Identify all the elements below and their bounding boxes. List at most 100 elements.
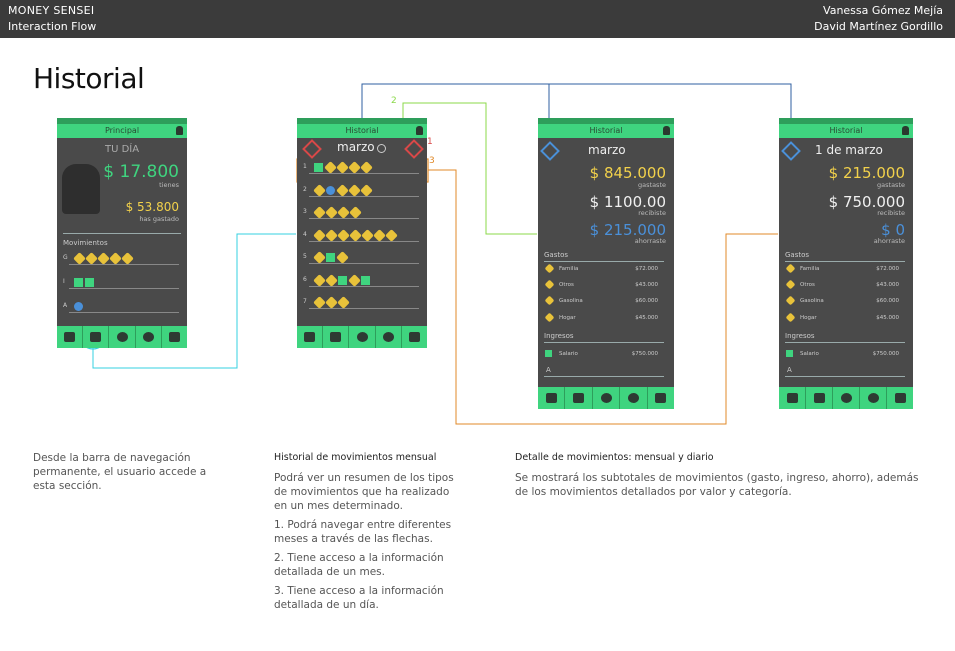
screen-title: Principal xyxy=(57,124,187,138)
description-historial: Historial de movimientos mensual Podrá v… xyxy=(274,452,454,611)
nav-alerts[interactable] xyxy=(620,387,648,409)
nav-transfer[interactable] xyxy=(593,387,621,409)
month-label: marzo xyxy=(337,140,375,154)
nav-transfer[interactable] xyxy=(109,326,136,348)
back-button[interactable] xyxy=(540,141,560,161)
page-title: Historial xyxy=(33,62,145,95)
wallet-icon xyxy=(64,332,76,342)
row-gastos[interactable]: G xyxy=(63,252,179,265)
description-navigation: Desde la barra de navegación permanente,… xyxy=(33,452,207,492)
app-subtitle: Interaction Flow xyxy=(8,20,97,33)
gastado-amount: $ 53.800 xyxy=(125,200,179,214)
day-row[interactable]: 6 xyxy=(303,274,419,287)
gastado-label: has gastado xyxy=(139,215,179,223)
swap-icon xyxy=(356,332,368,342)
nav-wallet[interactable] xyxy=(297,326,324,348)
swap-icon xyxy=(840,393,852,403)
nav-alerts[interactable] xyxy=(860,387,887,409)
app-name: MONEY SENSEI xyxy=(8,4,95,17)
nav-savings[interactable] xyxy=(402,326,427,348)
gastos-label: Gastos xyxy=(785,251,810,259)
screen-title: Historial xyxy=(538,124,674,138)
day-row[interactable]: 5 xyxy=(303,251,419,264)
month-label: marzo xyxy=(588,143,626,157)
nav-bar xyxy=(779,387,913,409)
row-ahorro[interactable]: A xyxy=(63,302,179,313)
nav-historial[interactable] xyxy=(323,326,350,348)
day-row[interactable]: 3 xyxy=(303,206,419,219)
recibiste-label: recibiste xyxy=(638,209,666,217)
ingresos-label: Ingresos xyxy=(785,332,815,340)
gastaste-label: gastaste xyxy=(638,181,666,189)
list-icon xyxy=(573,393,585,403)
screen-detalle-mensual: Historial marzo $ 845.000 gastaste $ 110… xyxy=(538,118,674,409)
description-heading: Detalle de movimientos: mensual y diario xyxy=(515,452,714,463)
nav-savings[interactable] xyxy=(648,387,674,409)
piggy-bank-icon xyxy=(168,332,180,342)
ahorraste-amount: $ 0 xyxy=(881,221,905,239)
day-row[interactable]: 1 xyxy=(303,161,419,174)
ingreso-row[interactable]: Salario$750.000 xyxy=(785,350,903,360)
movimientos-label: Movimientos xyxy=(63,239,108,247)
category-row[interactable]: Hogar$45.000 xyxy=(544,312,662,324)
author-2: David Martínez Gordillo xyxy=(814,20,943,33)
character-illustration xyxy=(62,164,100,214)
face-icon xyxy=(142,332,154,342)
nav-historial[interactable] xyxy=(565,387,593,409)
day-row[interactable]: 4 xyxy=(303,229,419,242)
swap-icon xyxy=(600,393,612,403)
nav-historial[interactable] xyxy=(83,326,110,348)
prev-month-button[interactable] xyxy=(302,139,322,159)
bell-icon[interactable] xyxy=(902,126,909,135)
day-row[interactable]: 2 xyxy=(303,184,419,197)
gastaste-label: gastaste xyxy=(877,181,905,189)
nav-alerts[interactable] xyxy=(376,326,402,348)
bell-icon[interactable] xyxy=(176,126,183,135)
ahorraste-label: ahorraste xyxy=(873,237,905,245)
tu-dia-label: TU DÍA xyxy=(105,144,140,155)
ahorro-label: A xyxy=(787,366,792,374)
nav-wallet[interactable] xyxy=(57,326,84,348)
recibiste-label: recibiste xyxy=(877,209,905,217)
nav-historial[interactable] xyxy=(806,387,833,409)
description-detalle: Detalle de movimientos: mensual y diario… xyxy=(515,451,925,504)
row-ingresos[interactable]: I xyxy=(63,278,179,289)
tienes-label: tienes xyxy=(159,181,179,189)
date-label: 1 de marzo xyxy=(815,143,883,157)
piggy-bank-icon xyxy=(655,393,667,403)
category-row[interactable]: Familia$72.000 xyxy=(544,263,662,275)
nav-transfer[interactable] xyxy=(833,387,860,409)
nav-wallet[interactable] xyxy=(779,387,806,409)
nav-alerts[interactable] xyxy=(136,326,162,348)
face-icon xyxy=(382,332,394,342)
nav-bar xyxy=(57,326,187,348)
nav-savings[interactable] xyxy=(887,387,913,409)
bell-icon[interactable] xyxy=(416,126,423,135)
category-row[interactable]: Otros$43.000 xyxy=(785,279,903,291)
gastaste-amount: $ 845.000 xyxy=(589,164,666,182)
author-1: Vanessa Gómez Mejía xyxy=(823,4,943,17)
category-row[interactable]: Otros$43.000 xyxy=(544,279,662,291)
category-row[interactable]: Gasolina$60.000 xyxy=(544,295,662,307)
category-row[interactable]: Familia$72.000 xyxy=(785,263,903,275)
bell-icon[interactable] xyxy=(663,126,670,135)
nav-savings[interactable] xyxy=(162,326,187,348)
screen-title: Historial xyxy=(297,124,427,138)
wallet-icon xyxy=(304,332,316,342)
next-month-button[interactable] xyxy=(404,139,424,159)
wallet-icon xyxy=(545,393,557,403)
nav-wallet[interactable] xyxy=(538,387,566,409)
nav-transfer[interactable] xyxy=(349,326,376,348)
ingreso-row[interactable]: Salario$750.000 xyxy=(544,350,662,360)
nav-bar xyxy=(297,326,427,348)
badge-3: 3 xyxy=(429,156,435,166)
ingresos-label: Ingresos xyxy=(544,332,574,340)
ahorraste-amount: $ 215.000 xyxy=(589,221,666,239)
wallet-icon xyxy=(786,393,798,403)
info-icon[interactable] xyxy=(377,144,386,153)
category-row[interactable]: Hogar$45.000 xyxy=(785,312,903,324)
category-row[interactable]: Gasolina$60.000 xyxy=(785,295,903,307)
back-button[interactable] xyxy=(781,141,801,161)
day-row[interactable]: 7 xyxy=(303,296,419,309)
list-icon xyxy=(90,332,102,342)
